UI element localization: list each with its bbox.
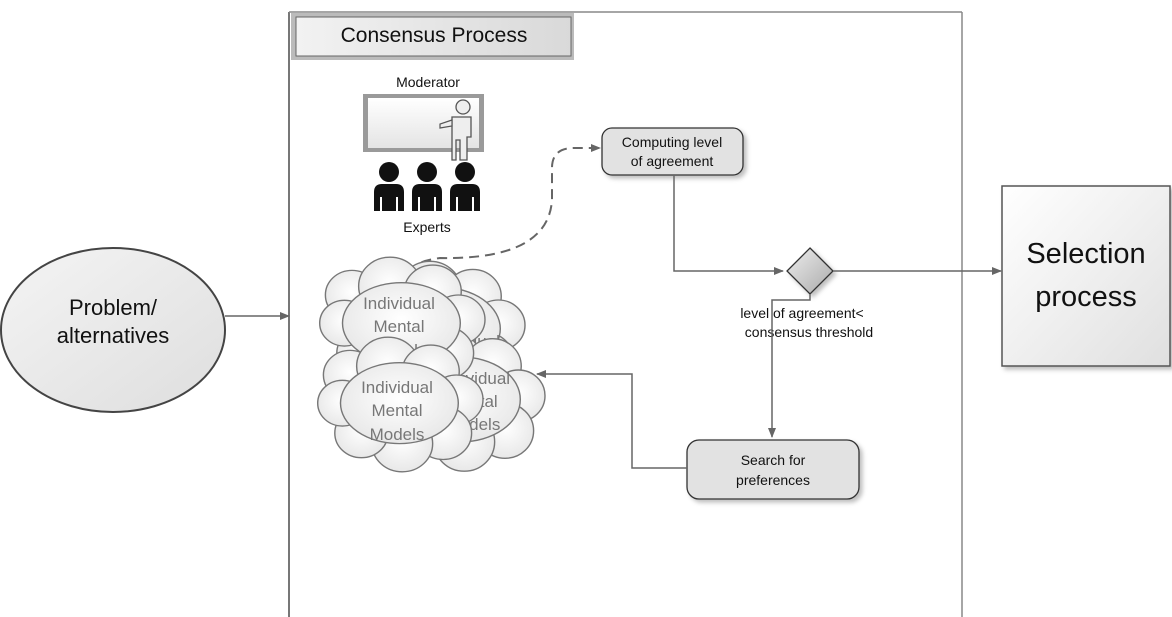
expert-figure-3: [450, 162, 480, 211]
selection-label-line2: process: [1035, 281, 1137, 313]
expert-figure-1: [374, 162, 404, 211]
condition-label-line2: consensus threshold: [745, 324, 873, 340]
search-label-line1: Search for: [741, 452, 806, 468]
experts-label: Experts: [403, 219, 450, 235]
computing-label-line2: of agreement: [631, 153, 714, 169]
computing-label-line1: Computing level: [622, 134, 722, 150]
cloud-front-top-line2: Mental: [373, 317, 424, 336]
problem-label-line2: alternatives: [57, 323, 170, 348]
condition-label-line1: level of agreement<: [740, 305, 863, 321]
search-preferences-node: Search for preferences: [686, 439, 860, 500]
moderator-label: Moderator: [396, 74, 460, 90]
consensus-process-title: Consensus Process: [341, 24, 528, 47]
expert-figure-2: [412, 162, 442, 211]
problem-label-line1: Problem/: [69, 295, 158, 320]
mental-model-cloud-front-bottom: Individual Mental Models: [316, 336, 484, 473]
cloud-front-bottom-line2: Mental: [371, 401, 422, 420]
selection-label-line1: Selection: [1026, 238, 1145, 270]
moderator-icon: [363, 94, 484, 161]
search-to-clouds-arrow: [536, 370, 687, 469]
cloud-front-bottom-line3: Models: [370, 425, 425, 444]
experts-icon: [374, 162, 480, 211]
computing-to-decision-arrow: [673, 175, 784, 275]
search-label-line2: preferences: [736, 472, 810, 488]
computing-agreement-node: Computing level of agreement: [601, 127, 744, 176]
selection-process-node: Selection process: [1001, 185, 1171, 367]
cloud-front-top-line1: Individual: [363, 294, 435, 313]
decision-to-search-arrow: [768, 294, 811, 438]
decision-diamond: [786, 247, 834, 295]
problem-node: Problem/ alternatives: [0, 247, 226, 413]
cloud-front-bottom-line1: Individual: [361, 378, 433, 397]
consensus-process-title-box: Consensus Process: [291, 13, 574, 60]
